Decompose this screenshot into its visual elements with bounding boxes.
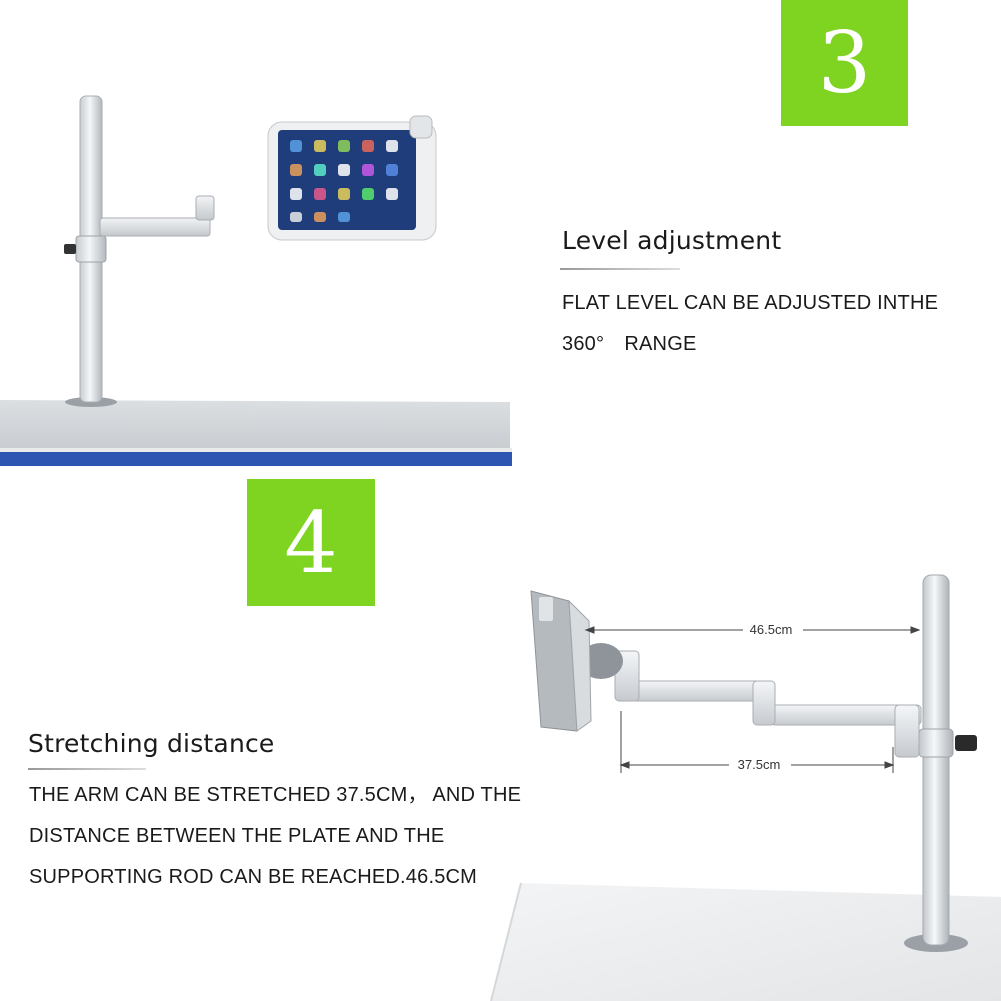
stand-stretch-image: 46.5cm 37.5cm <box>490 574 1001 1001</box>
step-badge-4: 4 <box>247 479 375 606</box>
section-4-heading: Stretching distance <box>28 729 275 758</box>
section-4-line: THE ARM CAN BE STRETCHED 37.5CM， AND THE <box>29 784 522 806</box>
section-3-heading-underline <box>560 268 680 270</box>
section-3-heading: Level adjustment <box>562 226 782 255</box>
section-4-description: THE ARM CAN BE STRETCHED 37.5CM， AND THE… <box>29 775 521 898</box>
section-4-line: SUPPORTING ROD CAN BE REACHED.46.5CM <box>29 866 478 888</box>
section-4-heading-underline <box>28 768 146 770</box>
dimension-46-5 <box>584 626 921 634</box>
stand-level-image <box>0 95 512 466</box>
dimension-label-arm-stretch: 37.5cm <box>738 757 781 772</box>
section-4-line: DISTANCE BETWEEN THE PLATE AND THE <box>29 825 445 847</box>
step-badge-3: 3 <box>781 0 908 126</box>
section-3-description: FLAT LEVEL CAN BE ADJUSTED INTHE 360° RA… <box>562 283 938 365</box>
dimension-37-5 <box>619 711 895 773</box>
dimension-label-plate-to-rod: 46.5cm <box>750 622 793 637</box>
section-3-line: 360° RANGE <box>562 333 697 355</box>
section-3-line: FLAT LEVEL CAN BE ADJUSTED INTHE <box>562 292 939 314</box>
blue-divider <box>0 452 512 466</box>
